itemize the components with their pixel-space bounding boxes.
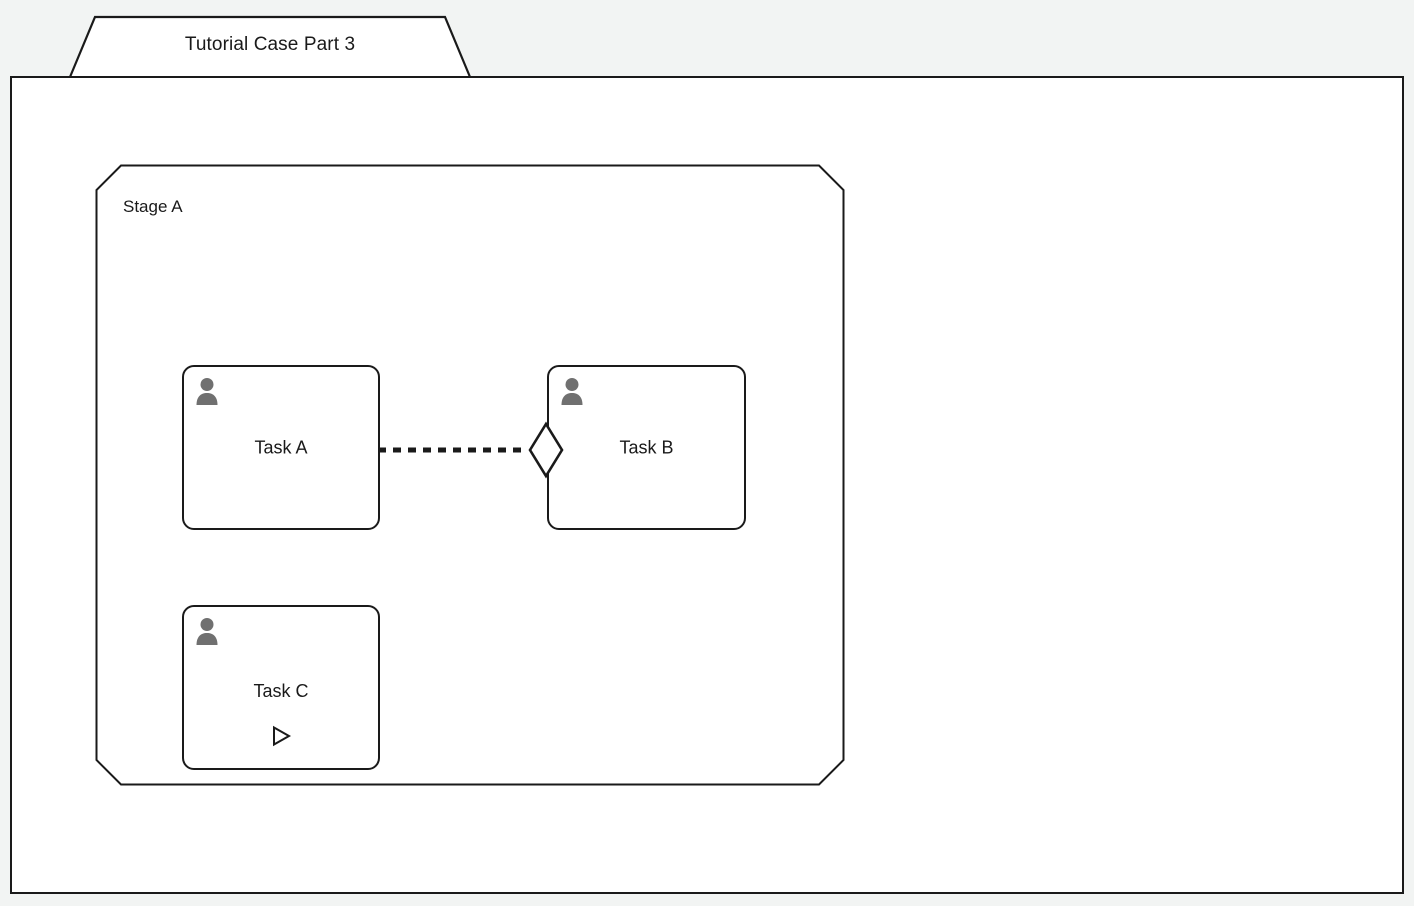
- task-label: Task C: [253, 681, 309, 701]
- task-card-task-c[interactable]: Task C: [182, 605, 380, 770]
- person-icon: [194, 616, 220, 646]
- case-tab-shape: [68, 15, 472, 78]
- case-tab[interactable]: Tutorial Case Part 3: [68, 14, 472, 78]
- task-label: Task A: [254, 437, 308, 457]
- task-card-task-a[interactable]: Task A: [182, 365, 380, 530]
- case-board: Stage A Task A Task B: [10, 76, 1404, 894]
- task-card-task-b[interactable]: Task B: [547, 365, 746, 530]
- person-icon: [194, 376, 220, 406]
- play-triangle-icon: [270, 725, 292, 747]
- task-label: Task B: [619, 437, 674, 457]
- person-icon: [559, 376, 585, 406]
- stage-label: Stage A: [123, 197, 183, 216]
